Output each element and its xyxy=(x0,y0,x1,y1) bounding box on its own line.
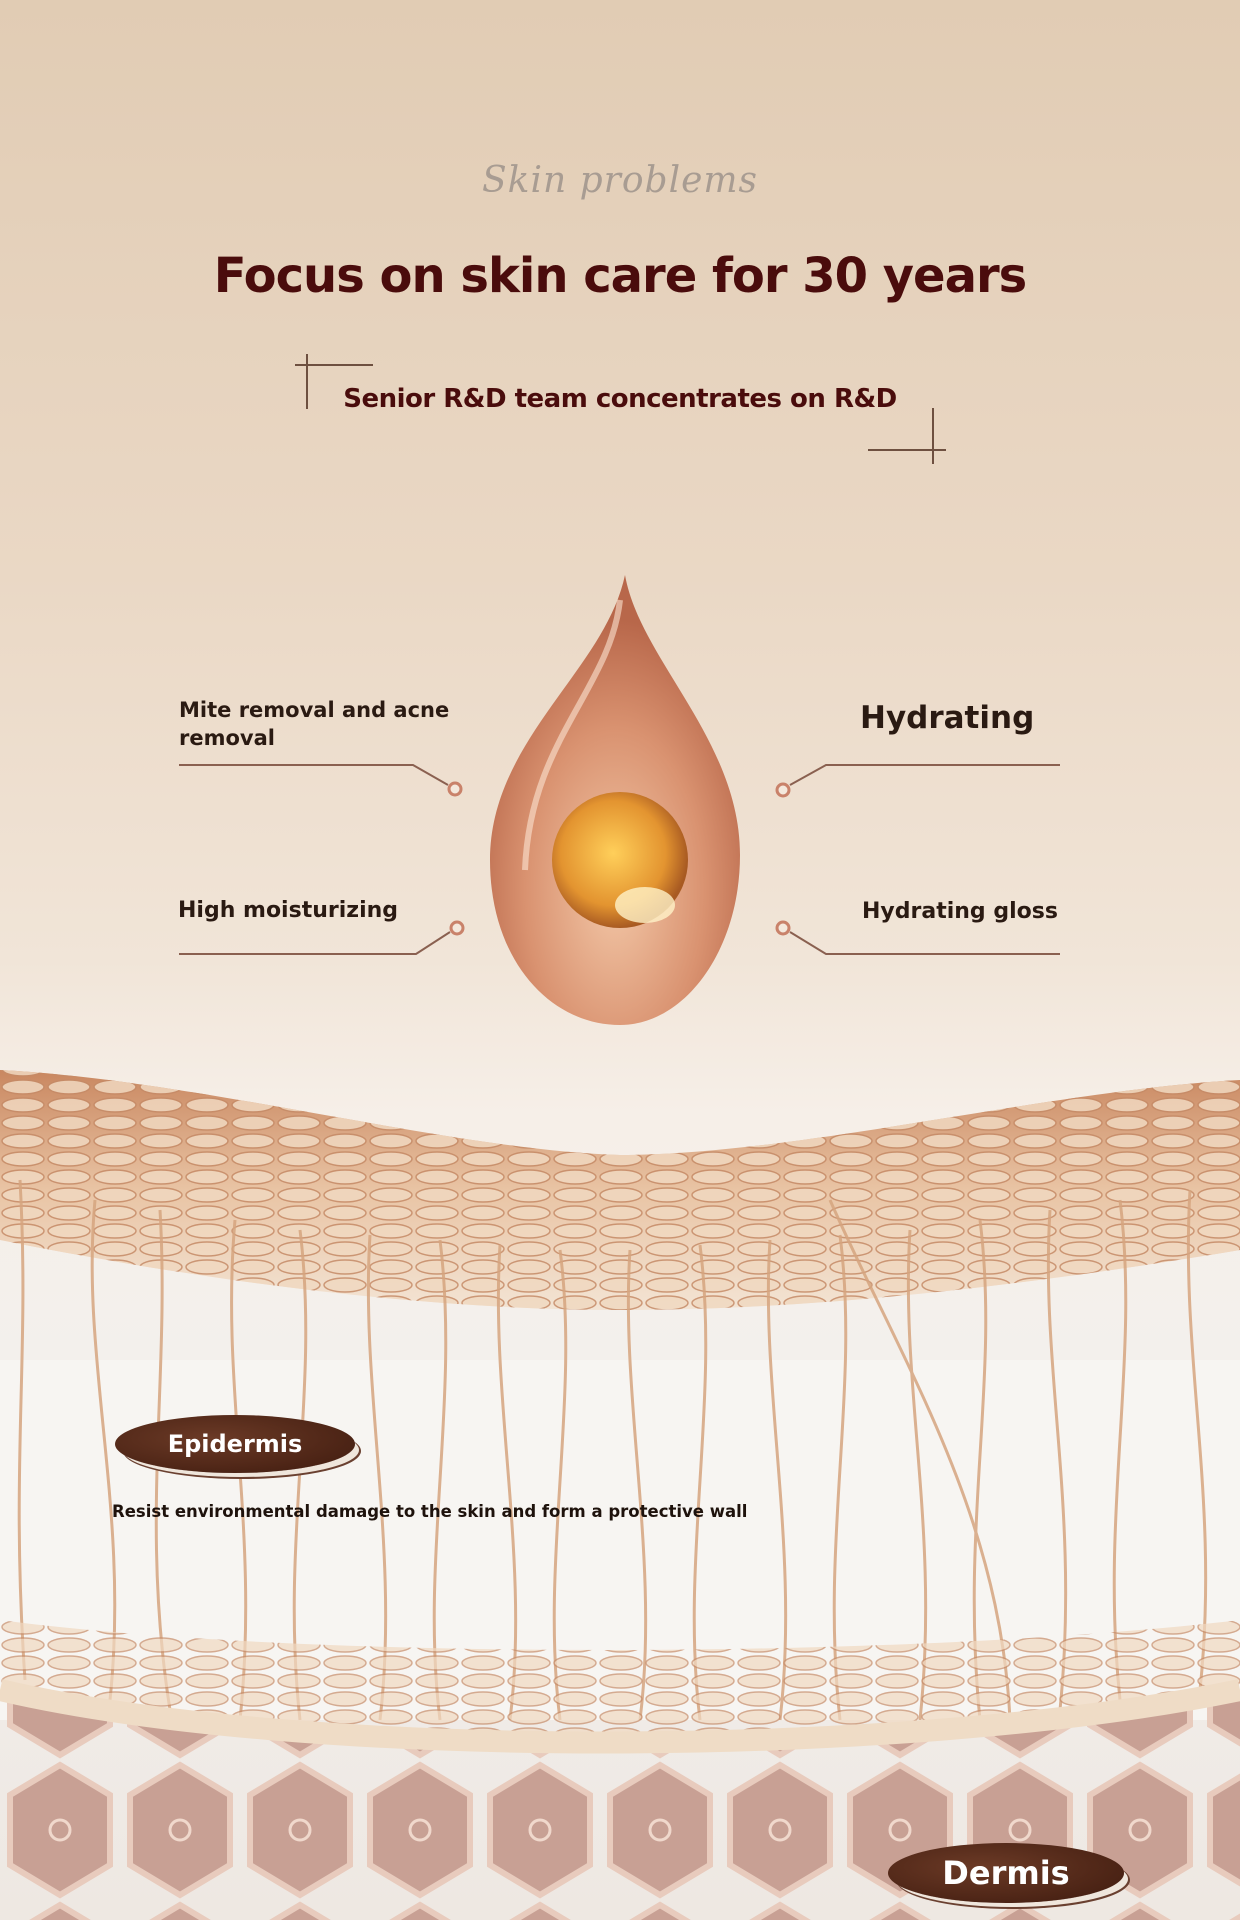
benefit-label: Hydrating gloss xyxy=(862,899,1058,924)
dermis-badge: Dermis xyxy=(888,1843,1124,1903)
corner-decoration xyxy=(295,364,373,366)
corner-decoration xyxy=(932,408,934,464)
epidermis-description: Resist environmental damage to the skin … xyxy=(112,1502,748,1521)
epidermis-badge: Epidermis xyxy=(115,1415,355,1473)
page-subtitle: Senior R&D team concentrates on R&D xyxy=(343,384,897,414)
page-title: Focus on skin care for 30 years xyxy=(213,248,1027,304)
benefit-connector-lines xyxy=(179,764,1060,955)
serum-drop-illustration xyxy=(490,575,740,1025)
corner-decoration xyxy=(868,449,946,451)
benefit-label: High moisturizing xyxy=(178,898,399,923)
skin-layers-illustration xyxy=(0,1070,1240,1920)
benefit-label: Mite removal and acne removal xyxy=(179,698,450,750)
benefit-label: Hydrating xyxy=(860,700,1035,736)
script-heading: Skin problems xyxy=(481,160,759,201)
corner-decoration xyxy=(306,354,308,409)
